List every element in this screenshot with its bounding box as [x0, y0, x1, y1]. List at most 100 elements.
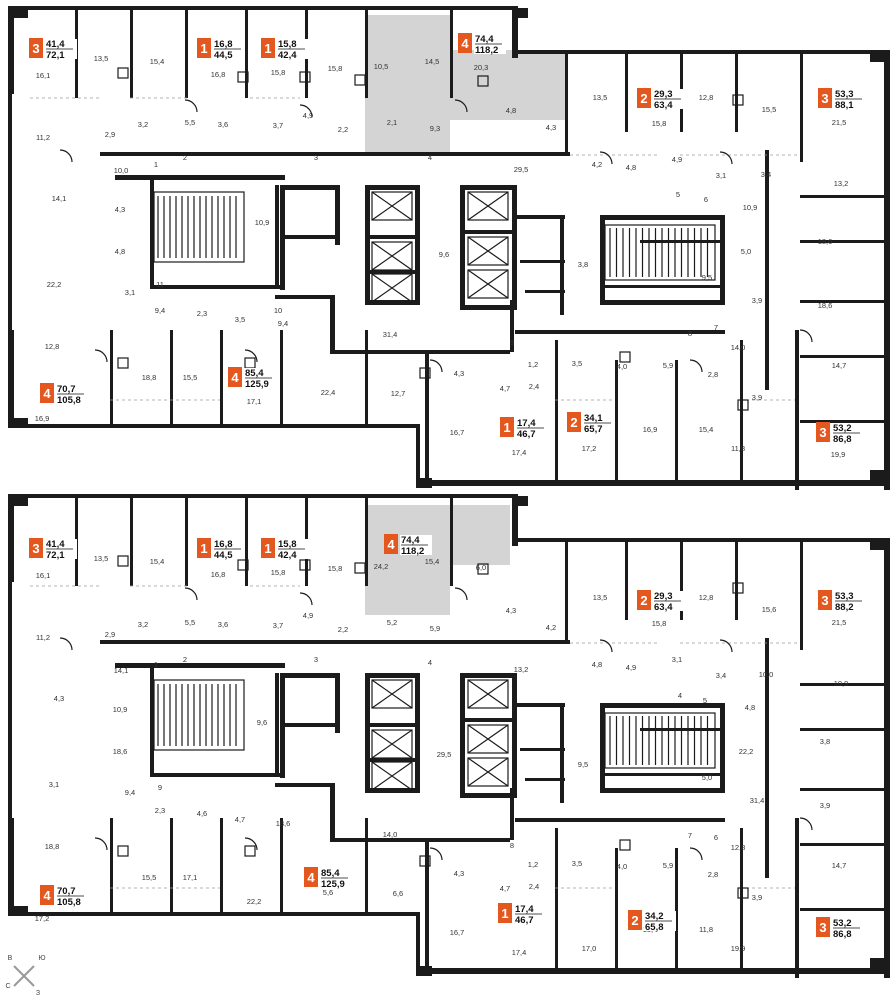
entrance-number: 3 [314, 153, 318, 162]
room-area-label: 15,8 [652, 119, 667, 128]
room-area-label: 16,7 [450, 428, 465, 437]
room-area-label: 3,5 [235, 315, 245, 324]
room-area-label: 15,4 [150, 57, 165, 66]
wall [515, 818, 725, 822]
highlight-area [365, 15, 450, 152]
room-area-label: 10,0 [759, 670, 774, 679]
door-swing [599, 639, 613, 653]
door-swing [799, 817, 813, 831]
fixture [244, 845, 256, 857]
wall [640, 728, 720, 731]
door-swing [244, 349, 258, 363]
living-area: 70,7 [57, 384, 76, 395]
elevator [371, 761, 413, 791]
room-area-label: 10,5 [374, 62, 389, 71]
entrance-number: 1 [154, 160, 158, 169]
wall [460, 185, 465, 310]
elevator-cross [467, 757, 509, 787]
wall [600, 788, 725, 793]
room-area-label: 2,3 [155, 806, 165, 815]
wall [330, 350, 510, 354]
entrance-number: 10 [274, 306, 282, 315]
wall [280, 818, 283, 913]
wall [8, 494, 518, 498]
room-area-label: 3,7 [273, 121, 283, 130]
wall [416, 966, 432, 976]
room-area-label: 10,9 [255, 218, 270, 227]
living-area: 34,2 [645, 911, 664, 922]
room-count-box [197, 538, 211, 558]
room-area-label: 5,9 [663, 361, 673, 370]
entrance-number: 9 [158, 783, 162, 792]
total-area: 42,4 [278, 50, 297, 61]
fixture [237, 559, 249, 571]
room-area-label: 5,9 [430, 624, 440, 633]
room-area-label: 12,8 [731, 843, 746, 852]
elevator-cross [371, 679, 413, 709]
wall [8, 912, 420, 916]
wall [560, 703, 564, 803]
entrance-number: 8 [510, 841, 514, 850]
wall [275, 185, 279, 285]
fixture [732, 94, 744, 106]
living-area: 85,4 [321, 868, 340, 879]
fixture [354, 74, 366, 86]
room-area-label: 15,8 [271, 568, 286, 577]
room-area-label: 2,8 [708, 870, 718, 879]
wall [800, 843, 885, 846]
total-area: 125,9 [321, 879, 345, 890]
wall [8, 582, 12, 822]
wall [245, 496, 248, 586]
wall [555, 340, 558, 480]
wall [600, 300, 725, 305]
room-count: 1 [264, 541, 271, 556]
wall [795, 330, 799, 490]
living-area: 53,3 [835, 89, 854, 100]
door-swing [59, 149, 73, 163]
room-count: 1 [501, 906, 508, 921]
room-area-label: 3,9 [752, 296, 762, 305]
room-area-label: 9,4 [278, 319, 288, 328]
entrance-number: 4 [428, 658, 432, 667]
room-area-label: 3,9 [752, 393, 762, 402]
living-area: 16,8 [214, 539, 233, 550]
room-area-label: 5,9 [663, 861, 673, 870]
wall [416, 478, 432, 488]
wall [765, 150, 769, 390]
wall [8, 494, 14, 582]
room-area-label: 4,3 [454, 869, 464, 878]
wall [425, 838, 429, 968]
wall [450, 8, 453, 98]
wall [512, 494, 518, 546]
room-area-label: 18,8 [142, 373, 157, 382]
wall [170, 330, 173, 425]
elevator [371, 191, 413, 221]
wall [185, 8, 188, 98]
room-area-label: 14,1 [52, 194, 67, 203]
total-area: 105,8 [57, 395, 81, 406]
room-area-label: 3,5 [572, 859, 582, 868]
living-area: 74,4 [401, 535, 420, 546]
wall [615, 848, 618, 968]
entrance-number: 5 [703, 696, 707, 705]
room-area-label: 11,2 [36, 633, 50, 642]
room-count: 4 [387, 537, 395, 552]
wall [884, 538, 890, 978]
fixture [737, 887, 749, 899]
room-area-label: 5,5 [185, 618, 195, 627]
room-area-label: 4,2 [546, 623, 556, 632]
elevator [467, 269, 509, 299]
total-area: 72,1 [46, 50, 65, 61]
wall [115, 663, 285, 668]
room-area-label: 9,3 [430, 124, 440, 133]
compass-arrows [13, 965, 35, 987]
room-area-label: 22,4 [321, 388, 336, 397]
room-count: 3 [821, 91, 828, 106]
fixture [117, 67, 129, 79]
